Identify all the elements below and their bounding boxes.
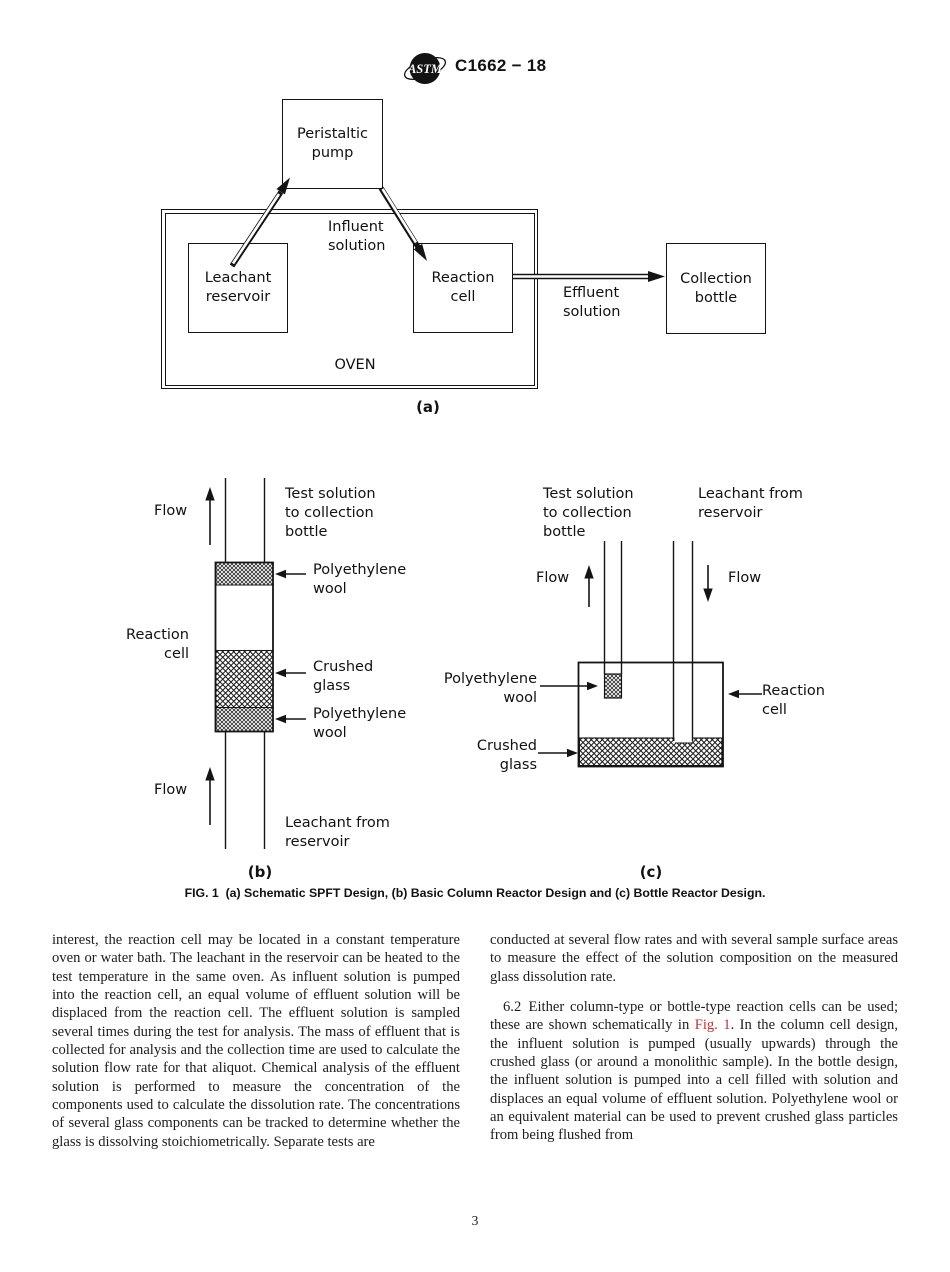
reaction-cell-box: Reaction cell (413, 243, 513, 333)
astm-logo-text: ASTM (407, 62, 443, 76)
crushed-glass-label-b: Crushed glass (313, 659, 374, 694)
subfigure-b-tag: (b) (247, 863, 273, 881)
flow-label-c-right: Flow (728, 570, 762, 586)
figure-linework (205, 177, 762, 849)
body-paragraph-continued: interest, the reaction cell may be locat… (52, 932, 460, 1150)
crushed-glass-label-c: Crushed glass (476, 738, 537, 773)
body-right-column: conducted at several flow rates and with… (490, 931, 898, 1145)
astm-logo-glyph: ASTM (403, 53, 447, 84)
fig1-reference-link[interactable]: Fig. 1 (694, 1017, 731, 1034)
collection-bottle-box: Collection bottle (666, 243, 766, 334)
subfigure-c-tag: (c) (639, 863, 663, 881)
test-solution-label-c: Test solution to collection bottle (543, 486, 634, 540)
leachant-reservoir-box: Leachant reservoir (188, 243, 288, 333)
flow-label-b-top: Flow (154, 503, 188, 519)
figure-caption: FIG. 1 (a) Schematic SPFT Design, (b) Ba… (184, 886, 766, 900)
leachant-reservoir-label: Leachant reservoir (204, 270, 272, 305)
reaction-cell-label: Reaction cell (431, 270, 495, 305)
polyethylene-wool-top-label-b: Polyethylene wool (313, 562, 407, 597)
collection-bottle-label: Collection bottle (680, 270, 752, 306)
para-text: . In the column cell design, the influen… (490, 1017, 898, 1144)
effluent-solution-label: Effluent solution (563, 285, 621, 320)
test-solution-label-b: Test solution to collection bottle (285, 486, 376, 540)
oven-inner-border (164, 212, 535, 386)
flow-label-b-bottom: Flow (154, 782, 188, 798)
polyethylene-wool-bottom-label-b: Polyethylene wool (313, 706, 407, 741)
para-text: 6.2 Either column-type or bottle-type re… (490, 999, 898, 1034)
figure-c-arrows (538, 565, 762, 758)
leachant-label-b: Leachant from reservoir (285, 815, 390, 850)
oven-label: OVEN (334, 357, 376, 373)
oven-box (161, 209, 538, 389)
reaction-cell-label-b: Reaction cell (126, 627, 189, 662)
figure-b-column (214, 478, 274, 849)
page-number: 3 (471, 1213, 479, 1228)
standard-code: C1662 − 18 (455, 56, 547, 75)
figure-c-vessel (577, 541, 724, 768)
body-paragraph-6-2: 6.2 Either column-type or bottle-type re… (490, 998, 898, 1145)
leachant-label-c: Leachant from reservoir (698, 486, 803, 521)
influent-solution-label: Influent solution (328, 219, 386, 254)
body-left-column: interest, the reaction cell may be locat… (52, 931, 460, 1151)
astm-logo: ASTM (402, 45, 448, 92)
reaction-cell-label-c: Reaction cell (762, 683, 825, 718)
peristaltic-pump-box: Peristaltic pump (282, 99, 383, 189)
polyethylene-wool-label-c: Polyethylene wool (443, 671, 537, 706)
body-paragraph-continued: conducted at several flow rates and with… (490, 932, 898, 985)
flow-label-c-left: Flow (536, 570, 570, 586)
subfigure-a-tag: (a) (416, 398, 440, 416)
peristaltic-pump-label: Peristaltic pump (297, 126, 368, 161)
